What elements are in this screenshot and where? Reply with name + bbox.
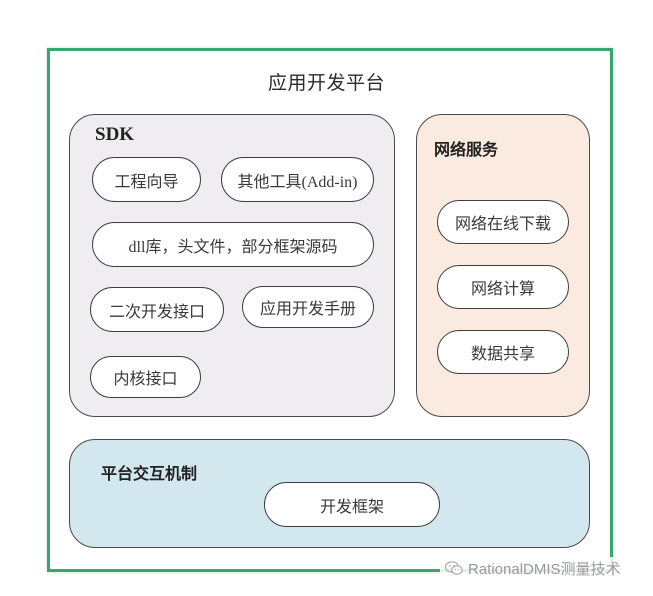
sdk-item-app-dev-manual: 应用开发手册	[242, 286, 374, 328]
sdk-item-secondary-dev-interface: 二次开发接口	[90, 287, 224, 332]
network-services-label: 网络服务	[434, 140, 499, 159]
sdk-item-dll-headers-source: dll库，头文件，部分框架源码	[92, 222, 374, 267]
platform-interaction-label: 平台交互机制	[101, 464, 198, 483]
watermark-text: RationalDMIS测量技术	[468, 560, 621, 578]
sdk-group-label: SDK	[95, 124, 135, 145]
platform-item-dev-framework: 开发框架	[264, 482, 440, 527]
watermark: RationalDMIS测量技术	[440, 557, 625, 579]
network-item-online-download: 网络在线下载	[437, 200, 569, 244]
network-item-data-sharing: 数据共享	[437, 330, 569, 374]
sdk-item-project-wizard: 工程向导	[92, 157, 201, 202]
network-item-network-computing: 网络计算	[437, 265, 569, 309]
wechat-icon	[444, 560, 464, 576]
sdk-item-other-tools: 其他工具(Add-in)	[221, 157, 374, 202]
sdk-item-kernel-interface: 内核接口	[90, 356, 201, 398]
diagram-title: 应用开发平台	[267, 72, 385, 94]
